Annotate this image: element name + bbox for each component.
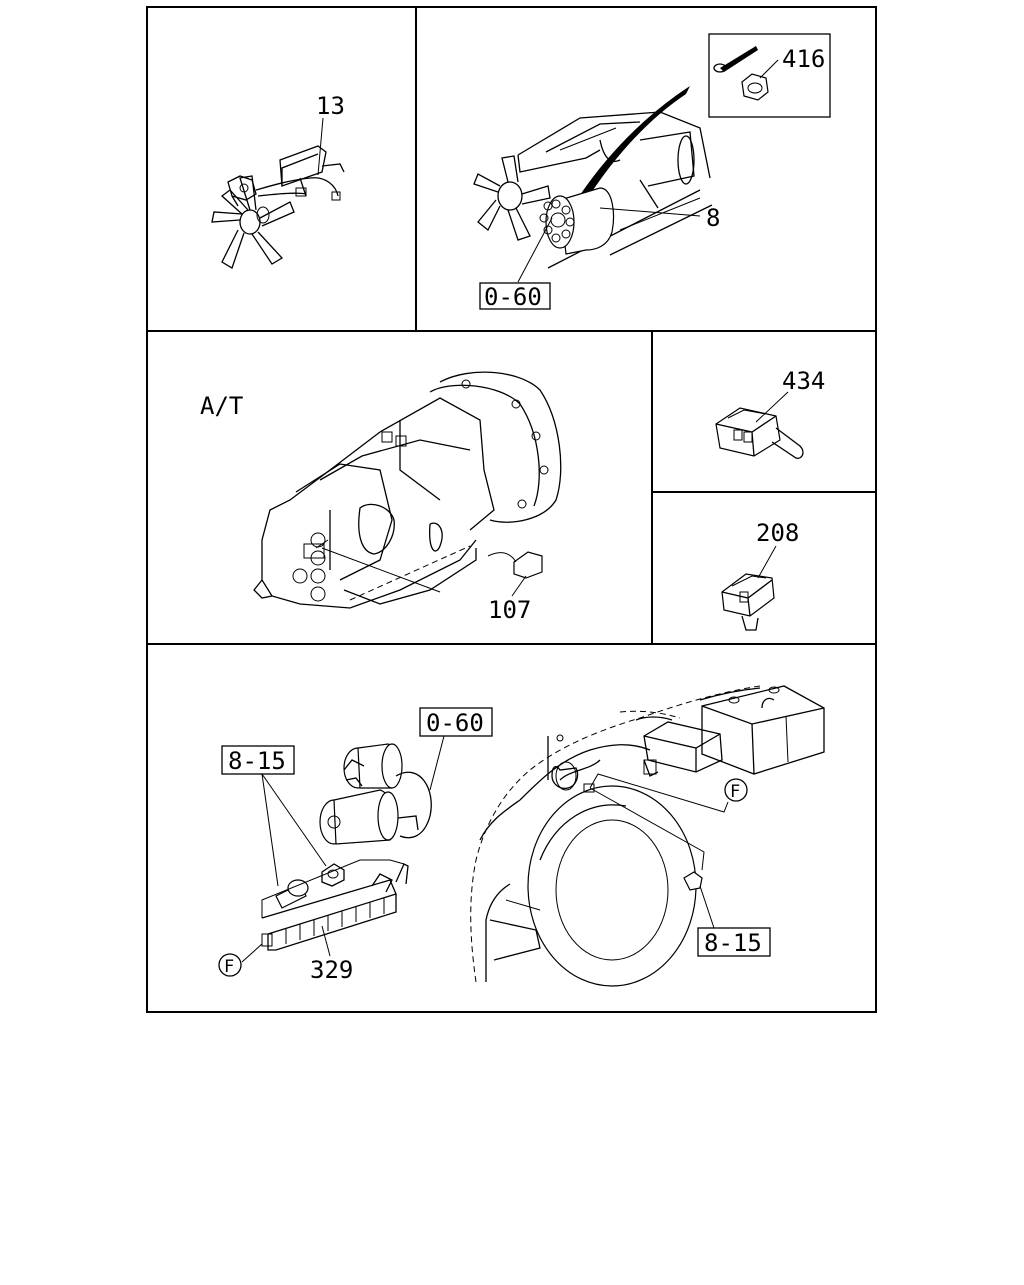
leader-208 — [757, 545, 777, 579]
ref-8-15-right: 8-15 — [704, 929, 762, 957]
ref-box-8-15-right — [697, 927, 771, 957]
leader-0-60-bottom — [429, 735, 445, 791]
engine-block-illustration — [517, 111, 713, 269]
ground-terminal-right — [683, 871, 703, 891]
ref-box-8-15-left — [221, 745, 295, 775]
panel-grid — [146, 6, 877, 1013]
ref-box-0-60-bottom — [419, 707, 493, 737]
transmission-illustration — [253, 371, 562, 609]
circle-f-right — [724, 778, 748, 802]
wedge-pointer — [578, 86, 690, 204]
connector-208-illustration — [721, 573, 775, 631]
label-434: 434 — [782, 367, 825, 395]
starter-8-illustration — [539, 187, 615, 255]
label-at: A/T — [200, 392, 243, 420]
label-107: 107 — [488, 596, 531, 624]
fan-illustration — [211, 175, 295, 269]
label-329: 329 — [310, 956, 353, 984]
inset-416: 416 — [708, 33, 831, 118]
leader-8-15-left-a — [261, 773, 279, 887]
panel-harness-13: 13 — [211, 92, 345, 269]
ref-0-60-bottom: 0-60 — [426, 709, 484, 737]
harness-13-illustration — [227, 145, 345, 207]
fan-2-illustration — [473, 155, 551, 241]
circle-f-left — [218, 953, 242, 977]
panel-connector-208: 208 — [721, 519, 799, 631]
chassis-illustration — [470, 685, 825, 987]
starter-motor-illustration — [319, 743, 432, 845]
label-f-left: F — [224, 957, 234, 977]
leader-f-left — [241, 943, 263, 963]
panel-transmission-107: A/T — [200, 371, 562, 624]
ref-box-0-60-top — [479, 282, 551, 310]
panel-connector-434: 434 — [715, 367, 825, 459]
leader-107-a — [321, 547, 441, 593]
leader-107-b — [511, 575, 527, 597]
cable-329-illustration — [261, 859, 409, 951]
leader-8-15-right — [699, 885, 715, 929]
panel-starter-329: 0-60 8-15 329 — [218, 685, 825, 987]
panel-engine-8: 8 0-60 416 — [473, 33, 831, 311]
part-107-connector — [513, 551, 543, 579]
leader-434 — [755, 391, 789, 423]
leader-329 — [321, 925, 331, 957]
leader-13 — [317, 117, 324, 176]
label-208: 208 — [756, 519, 799, 547]
connector-434-illustration — [715, 407, 804, 459]
leader-8-15-left-b — [261, 773, 327, 867]
label-f-right: F — [730, 782, 740, 802]
leader-0-60-top — [517, 217, 553, 283]
label-416: 416 — [782, 45, 825, 73]
label-8: 8 — [706, 204, 720, 232]
label-13: 13 — [316, 92, 345, 120]
leader-8 — [599, 207, 701, 217]
cable-route-815 — [589, 787, 705, 871]
ref-0-60-top: 0-60 — [484, 283, 542, 311]
ref-8-15-left: 8-15 — [228, 747, 286, 775]
cable-route-f — [589, 773, 729, 813]
